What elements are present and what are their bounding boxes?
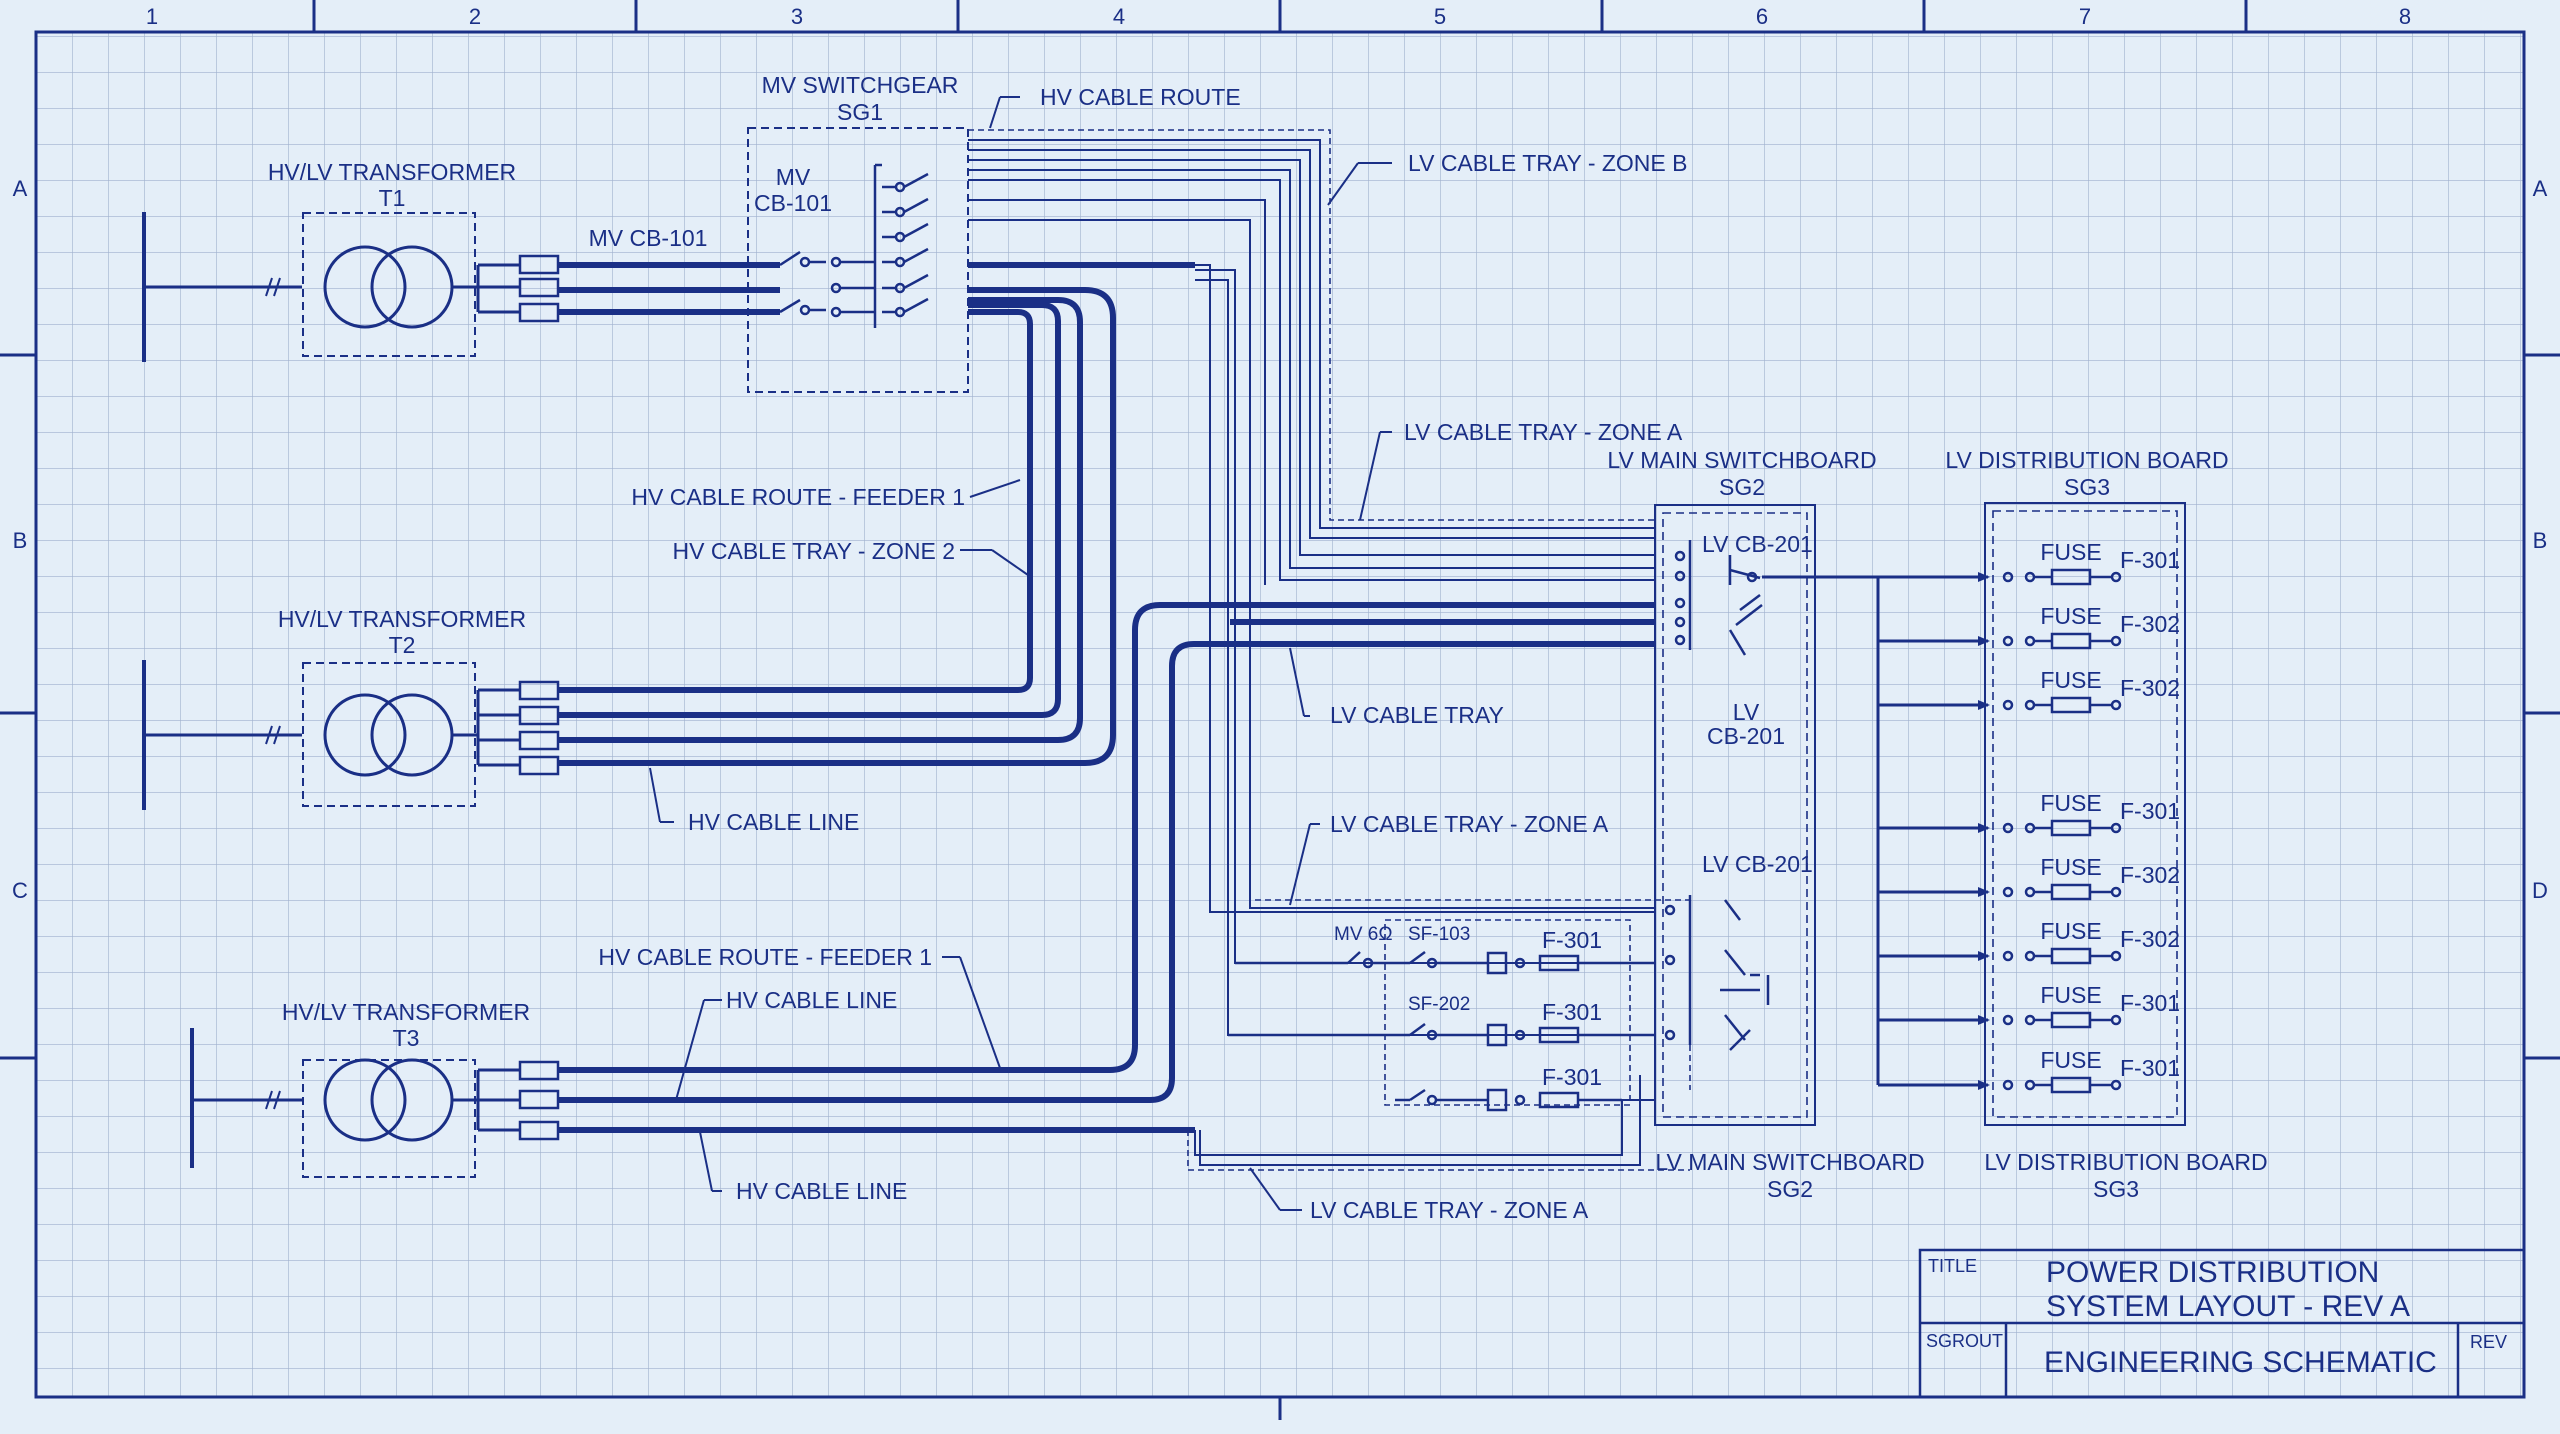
rev-label: REV	[2470, 1332, 2507, 1352]
zone-row-left-c: C	[12, 878, 28, 903]
fuse-id-2: F-302	[2120, 611, 2180, 637]
zone-col-2: 2	[469, 4, 481, 29]
lv-distribution-bus	[1762, 572, 1990, 1090]
zone-col-8: 8	[2399, 4, 2411, 29]
lv-cable-tray-zone-a-label-2: LV CABLE TRAY - ZONE A	[1330, 811, 1609, 837]
cb201-inner-label: CB-201	[1707, 723, 1785, 749]
sub-feeder-breakers	[1228, 950, 1655, 1112]
lv-distribution-board-bottom-label: LV DISTRIBUTION BOARD	[1984, 1149, 2267, 1175]
title-label: TITLE	[1928, 1256, 1977, 1276]
f301-label-c: F-301	[1542, 1064, 1602, 1090]
mv-switchgear-sg1	[558, 127, 969, 393]
fuse-labels: FUSE F-301 FUSE F-302 FUSE F-302 FUSE F-…	[2040, 539, 2180, 1081]
fuse-label-6: FUSE	[2040, 918, 2101, 944]
zone-col-6: 6	[1756, 4, 1768, 29]
lv-distribution-board-sg3	[1984, 502, 2186, 1126]
t2-title-label: HV/LV TRANSFORMER	[278, 606, 526, 632]
sg3-top-label: SG3	[2064, 474, 2110, 500]
hv-cable-line-label-3: HV CABLE LINE	[736, 1178, 907, 1204]
hv-cable-line-label-2: HV CABLE LINE	[726, 987, 897, 1013]
title-line-1: POWER DISTRIBUTION	[2046, 1256, 2379, 1289]
hv-route-feeder1-label-a: HV CABLE ROUTE - FEEDER 1	[631, 484, 965, 510]
zone-col-3: 3	[791, 4, 803, 29]
fuse-id-1: F-301	[2120, 547, 2180, 573]
lv-cable-tray-zone-a-label-3: LV CABLE TRAY - ZONE A	[1310, 1197, 1589, 1223]
zone-row-labels: A B C A B D	[12, 176, 2548, 903]
lv-inner-label: LV	[1733, 699, 1760, 725]
t2-id-label: T2	[389, 632, 416, 658]
mv-cb101-label: MV CB-101	[589, 225, 708, 251]
lv-cable-tray-zone-b-label: LV CABLE TRAY - ZONE B	[1408, 150, 1688, 176]
lv-main-switchboard-sg2	[1654, 504, 1816, 1126]
sg1-label: SG1	[837, 99, 883, 125]
fuse-id-5: F-302	[2120, 862, 2180, 888]
component-labels: MV SWITCHGEAR SG1 HV CABLE ROUTE LV CABL…	[268, 72, 2268, 1223]
fuse-label-3: FUSE	[2040, 667, 2101, 693]
zone-col-5: 5	[1434, 4, 1446, 29]
fuse-id-4: F-301	[2120, 798, 2180, 824]
t1-title-label: HV/LV TRANSFORMER	[268, 159, 516, 185]
group-label: SGROUT	[1926, 1331, 2003, 1351]
fuse-label-7: FUSE	[2040, 982, 2101, 1008]
cb101-inner-label: CB-101	[754, 190, 832, 216]
lv-cb201-label-b: LV CB-201	[1702, 851, 1813, 877]
zone-column-labels: 1 2 3 4 5 6 7 8	[146, 4, 2411, 29]
hv-tray-zone2-label: HV CABLE TRAY - ZONE 2	[673, 538, 955, 564]
zone-row-left-b: B	[13, 528, 28, 553]
lv-cb201-label-a: LV CB-201	[1702, 531, 1813, 557]
mv-60-label: MV 6Ω	[1334, 924, 1393, 945]
lv-distribution-board-top-label: LV DISTRIBUTION BOARD	[1945, 447, 2228, 473]
fuse-id-3: F-302	[2120, 675, 2180, 701]
mv-inner-label: MV	[776, 164, 811, 190]
t3-id-label: T3	[393, 1025, 420, 1051]
sg2-top-label: SG2	[1719, 474, 1765, 500]
sg2-bottom-label: SG2	[1767, 1176, 1813, 1202]
zone-col-1: 1	[146, 4, 158, 29]
fuse-id-8: F-301	[2120, 1055, 2180, 1081]
hv-cable-line-label-1: HV CABLE LINE	[688, 809, 859, 835]
transformer-t3	[190, 1028, 560, 1178]
fuse-label-4: FUSE	[2040, 790, 2101, 816]
label-leaders	[649, 96, 1392, 1211]
zone-row-right-a: A	[2533, 176, 2548, 201]
title-block: TITLE POWER DISTRIBUTION SYSTEM LAYOUT -…	[1918, 1248, 2526, 1399]
mv-switchgear-label: MV SWITCHGEAR	[762, 72, 959, 98]
zone-row-left-a: A	[13, 176, 28, 201]
fuse-id-7: F-301	[2120, 990, 2180, 1016]
hv-cable-routes	[558, 262, 1655, 1133]
t1-id-label: T1	[379, 185, 406, 211]
zone-col-7: 7	[2079, 4, 2091, 29]
hv-route-feeder1-label-b: HV CABLE ROUTE - FEEDER 1	[598, 944, 932, 970]
title-line-2: SYSTEM LAYOUT - REV A	[2046, 1290, 2410, 1323]
subtitle-label: ENGINEERING SCHEMATIC	[2044, 1346, 2437, 1379]
lv-cable-tray-label: LV CABLE TRAY	[1330, 702, 1504, 728]
fuse-label-8: FUSE	[2040, 1047, 2101, 1073]
fuse-id-6: F-302	[2120, 926, 2180, 952]
fuse-label-2: FUSE	[2040, 603, 2101, 629]
fuse-label-1: FUSE	[2040, 539, 2101, 565]
lv-cable-tray-zone-a-label-1: LV CABLE TRAY - ZONE A	[1404, 419, 1683, 445]
transformer-t1	[142, 212, 560, 362]
hv-cable-route-label: HV CABLE ROUTE	[1040, 84, 1241, 110]
sf103-label: SF-103	[1408, 924, 1470, 945]
fuse-symbols	[2002, 568, 2122, 1094]
zone-col-4: 4	[1113, 4, 1125, 29]
f301-label-b: F-301	[1542, 999, 1602, 1025]
sf202-label: SF-202	[1408, 994, 1470, 1015]
f301-label-a: F-301	[1542, 927, 1602, 953]
t3-title-label: HV/LV TRANSFORMER	[282, 999, 530, 1025]
lv-main-switchboard-bottom-label: LV MAIN SWITCHBOARD	[1655, 1149, 1924, 1175]
zone-row-right-b: B	[2533, 528, 2548, 553]
lv-main-switchboard-top-label: LV MAIN SWITCHBOARD	[1607, 447, 1876, 473]
fuse-label-5: FUSE	[2040, 854, 2101, 880]
sg3-bottom-label: SG3	[2093, 1176, 2139, 1202]
zone-row-right-d: D	[2532, 878, 2548, 903]
